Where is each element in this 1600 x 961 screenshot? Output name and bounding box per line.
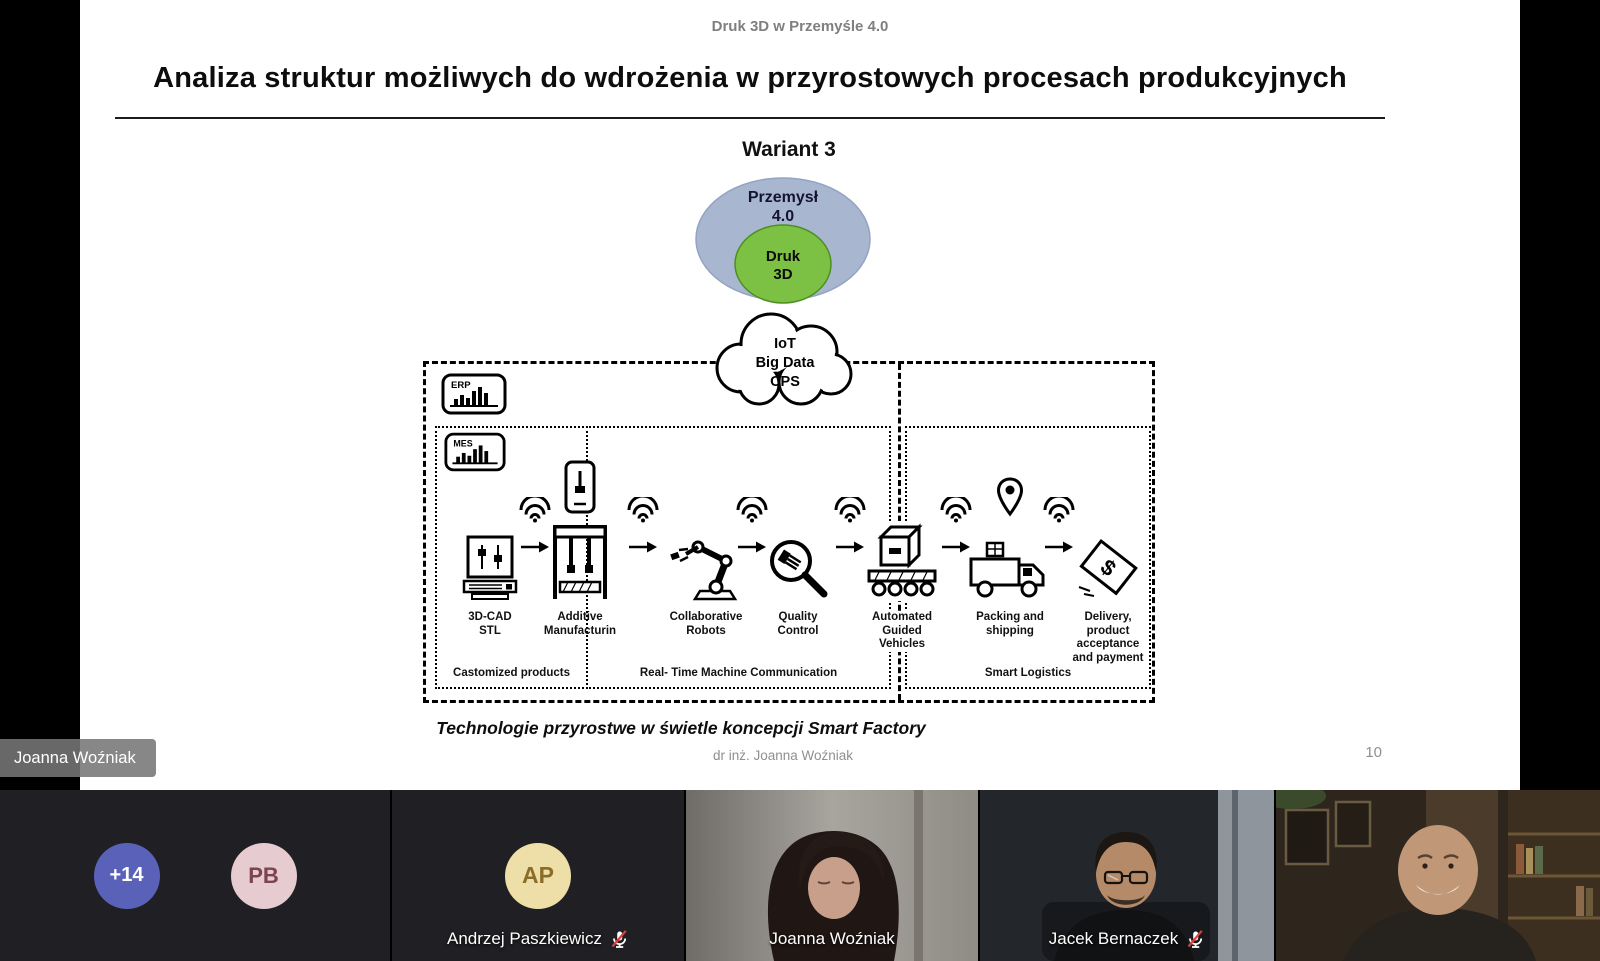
3d-printer-icon <box>553 525 607 599</box>
slide-page-number: 10 <box>1365 744 1382 761</box>
participant-tile-5[interactable] <box>1276 790 1600 961</box>
druk3d-ellipse <box>734 224 832 304</box>
mobile-monitor-icon <box>564 460 596 514</box>
active-speaker-tag: Joanna Woźniak <box>0 739 156 777</box>
flow-arrow-icon <box>1045 541 1073 553</box>
flow-arrow-icon <box>629 541 657 553</box>
payment-icon: $ <box>1078 538 1138 597</box>
mes-icon: MES <box>444 432 506 472</box>
participant-name: Jacek Bernaczek <box>1048 929 1179 948</box>
truck-icon <box>969 541 1045 598</box>
variant-heading: Wariant 3 <box>742 138 836 161</box>
flow-arrow-icon <box>738 541 766 553</box>
wifi-icon <box>834 497 866 523</box>
group-label-customized: Castomized products <box>453 667 570 679</box>
step-label-robots: Collaborative Robots <box>669 611 743 637</box>
venn-inner-line1: Druk <box>766 248 801 265</box>
diagram-area: Wariant 3 Przemysł 4.0 Druk 3D Castomize… <box>423 138 1155 723</box>
participants-strip: +14 PB AP Andrzej Paszkiewicz <box>0 790 1600 961</box>
mic-muted-icon <box>1187 930 1203 948</box>
step-label-packing: Packing and shipping <box>976 611 1044 637</box>
cloud-line-bigdata: Big Data <box>756 355 816 371</box>
slide-footer-author: dr inż. Joanna Woźniak <box>712 748 854 763</box>
deck-title: Druk 3D w Przemyśle 4.0 <box>711 18 889 35</box>
flow-arrow-icon <box>836 541 864 553</box>
step-label-additive: Additive Manufacturin <box>543 611 617 637</box>
mic-muted-icon <box>611 930 627 948</box>
step-label-cad: 3D-CAD STL <box>468 611 512 637</box>
wifi-icon <box>627 497 659 523</box>
quality-magnifier-icon <box>770 540 828 598</box>
venn-outer-line2: 4.0 <box>772 208 794 225</box>
group-label-realtime: Real- Time Machine Communication <box>639 667 838 679</box>
step-label-agv: Automated Guided Vehicles <box>847 611 957 652</box>
participant-avatar-ap: AP <box>505 842 571 909</box>
title-underline <box>115 117 1385 119</box>
svg-text:ERP: ERP <box>451 380 471 391</box>
location-pin-icon <box>997 477 1023 517</box>
avatar-row: +14 PB <box>0 790 390 961</box>
process-flow-box: Castomized products Real- Time Machine C… <box>423 361 1155 703</box>
flow-arrow-icon <box>521 541 549 553</box>
wifi-icon <box>519 497 551 523</box>
venn-outer-line1: Przemysł <box>748 189 819 206</box>
flow-arrow-icon <box>942 541 970 553</box>
agv-icon <box>865 521 939 601</box>
erp-icon: ERP <box>441 373 507 415</box>
participant-avatar-pb: PB <box>230 842 297 909</box>
participant-tile-andrzej[interactable]: AP Andrzej Paszkiewicz <box>392 790 684 961</box>
cloud-line-cps: CPS <box>770 374 800 390</box>
group-label-logistics: Smart Logistics <box>984 667 1072 679</box>
step-label-quality: Quality Control <box>777 611 819 637</box>
svg-text:MES: MES <box>453 438 472 448</box>
participant-tile-joanna[interactable]: Joanna Woźniak <box>686 790 978 961</box>
participant-tile-overflow[interactable]: +14 PB <box>0 790 390 961</box>
venn-inner-line2: 3D <box>773 266 792 283</box>
wifi-icon <box>736 497 768 523</box>
step-label-delivery: Delivery, product acceptance and payment <box>1072 611 1144 664</box>
shared-slide: Druk 3D w Przemyśle 4.0 Analiza struktur… <box>80 0 1520 790</box>
wifi-icon <box>1043 497 1075 523</box>
slide-title: Analiza struktur możliwych do wdrożenia … <box>153 62 1347 94</box>
participant-name: Andrzej Paszkiewicz <box>447 929 602 948</box>
robot-arm-icon <box>670 540 738 601</box>
iot-cloud: IoT Big Data CPS <box>715 312 853 406</box>
wifi-icon <box>940 497 972 523</box>
participant-video <box>980 790 1274 961</box>
participant-name: Joanna Woźniak <box>769 929 895 948</box>
participant-video <box>1276 790 1600 961</box>
avatar-wrap: AP <box>392 790 684 961</box>
venn-diagram: Przemysł 4.0 Druk 3D <box>695 177 871 304</box>
participant-tile-jacek[interactable]: Jacek Bernaczek <box>980 790 1274 961</box>
cad-workstation-icon <box>462 535 518 600</box>
overflow-count-avatar: +14 <box>93 842 160 909</box>
figure-caption: Technologie przyrostwe w świetle koncepc… <box>436 718 926 738</box>
cloud-line-iot: IoT <box>774 336 796 352</box>
participant-video <box>686 790 978 961</box>
